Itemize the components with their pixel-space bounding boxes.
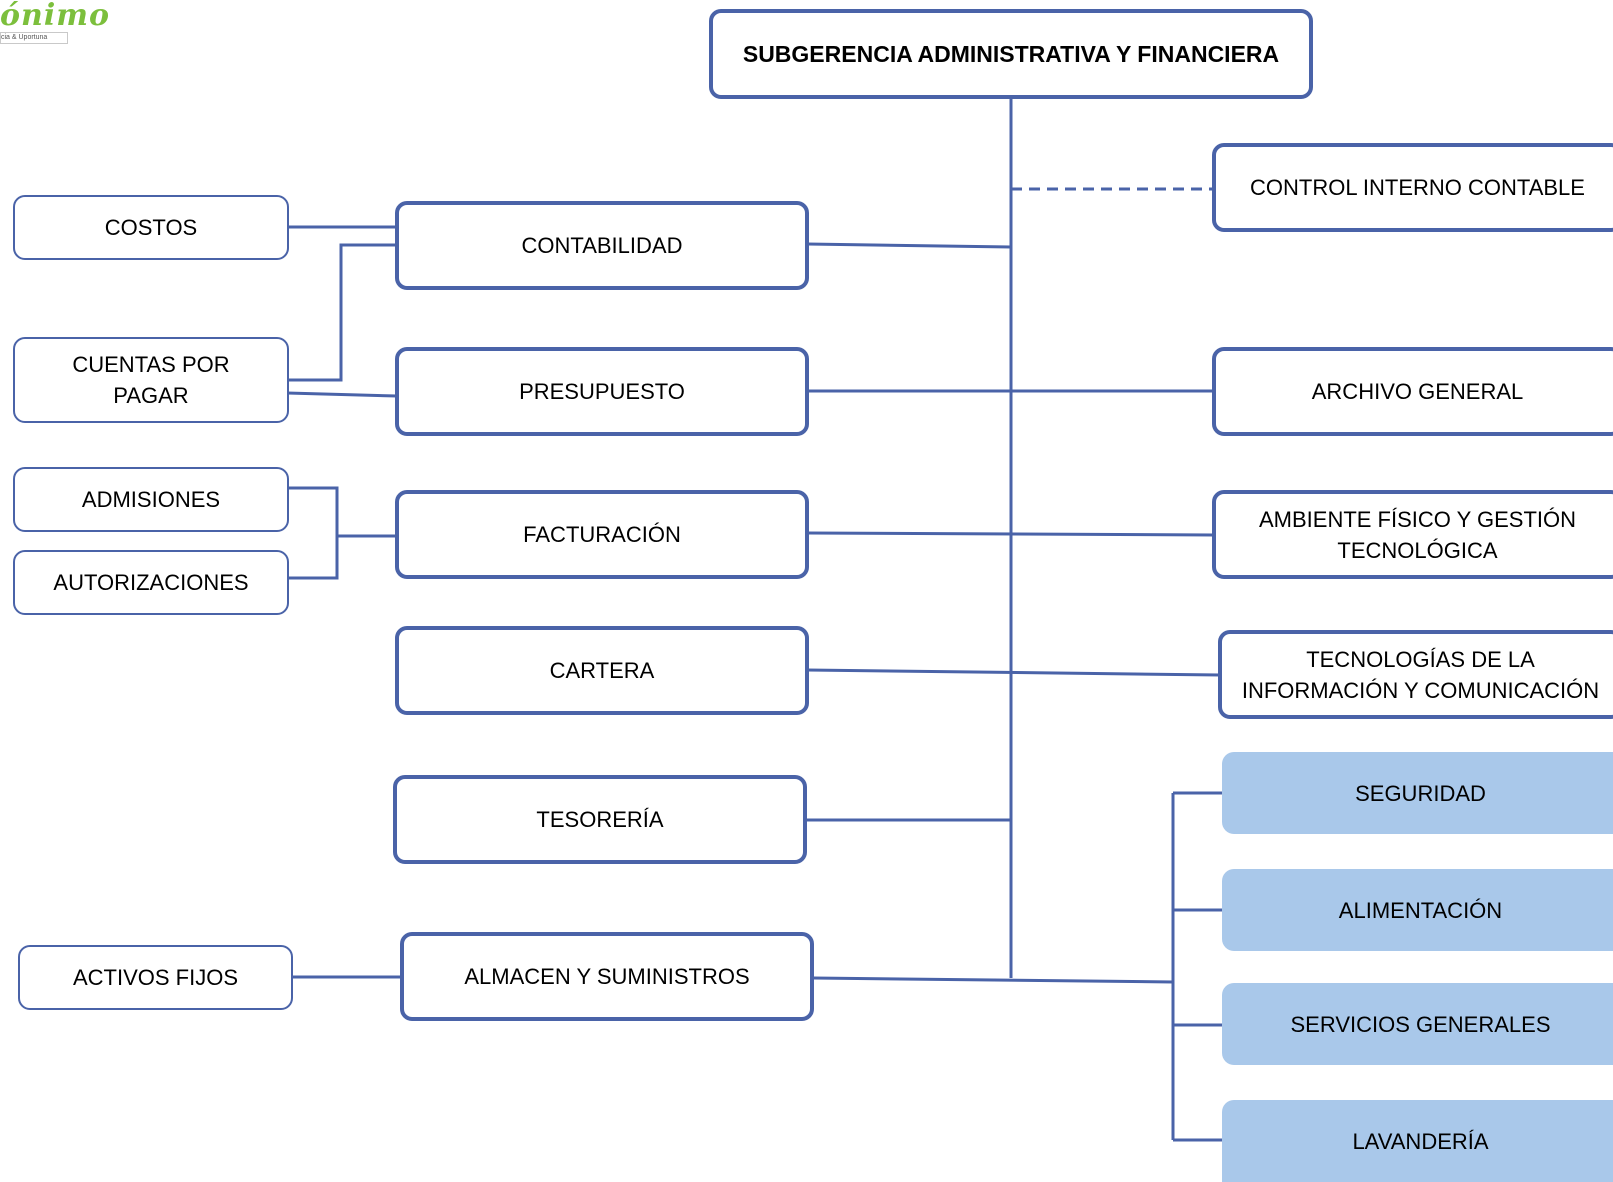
ambiente-label-line1: AMBIENTE FÍSICO Y GESTIÓN	[1258, 506, 1577, 532]
cuentas-box: CUENTAS POR PAGAR	[13, 337, 289, 423]
activos-label: ACTIVOS FIJOS	[72, 965, 239, 990]
presupuesto-box: PRESUPUESTO	[395, 347, 809, 436]
cartera-label: CARTERA	[549, 658, 655, 683]
lavanderia-label: LAVANDERÍA	[1352, 1128, 1489, 1154]
cuentas-label-line2: PAGAR	[113, 383, 189, 408]
logo-wordmark: ónimo	[0, 0, 110, 33]
almacen-box: ALMACEN Y SUMINISTROS	[400, 932, 814, 1021]
seguridad-label: SEGURIDAD	[1355, 780, 1486, 806]
tic-label-line1: TECNOLOGÍAS DE LA	[1306, 646, 1535, 672]
facturacion-label: FACTURACIÓN	[523, 522, 681, 547]
alimentacion-box: ALIMENTACIÓN	[1222, 869, 1613, 951]
alimentacion-label: ALIMENTACIÓN	[1338, 897, 1503, 923]
cuentas-link	[287, 243, 397, 382]
facturacion-link	[806, 531, 1215, 537]
archivo-box: ARCHIVO GENERAL	[1212, 347, 1613, 436]
control-box: CONTROL INTERNO CONTABLE	[1212, 143, 1613, 232]
cuentas-label-line1: CUENTAS POR	[72, 352, 230, 377]
almacen-link	[812, 976, 1174, 984]
facturacion-box: FACTURACIÓN	[395, 490, 809, 579]
admisiones-autorizaciones-bracket	[287, 486, 339, 580]
autorizaciones-label: AUTORIZACIONES	[53, 570, 249, 595]
archivo-label: ARCHIVO GENERAL	[1311, 379, 1524, 404]
ambiente-label-line2: TECNOLÓGICA	[1337, 537, 1498, 563]
contabilidad-link	[806, 242, 1012, 249]
control-label: CONTROL INTERNO CONTABLE	[1250, 175, 1585, 200]
logo: ónimo cia & Uportuna	[0, 0, 110, 44]
tic-box: TECNOLOGÍAS DE LA INFORMACIÓN Y COMUNICA…	[1218, 630, 1613, 719]
head-box: SUBGERENCIA ADMINISTRATIVA Y FINANCIERA	[709, 9, 1313, 99]
almacen-label: ALMACEN Y SUMINISTROS	[464, 964, 750, 989]
head-label: SUBGERENCIA ADMINISTRATIVA Y FINANCIERA	[742, 40, 1280, 67]
servicios-box: SERVICIOS GENERALES	[1222, 983, 1613, 1065]
seguridad-box: SEGURIDAD	[1222, 752, 1613, 834]
costos-label: COSTOS	[104, 215, 198, 240]
activos-box: ACTIVOS FIJOS	[18, 945, 293, 1010]
cuentas-presupuesto-link	[286, 391, 398, 398]
contabilidad-box: CONTABILIDAD	[395, 201, 809, 290]
admisiones-label: ADMISIONES	[81, 487, 221, 512]
admisiones-box: ADMISIONES	[13, 467, 289, 532]
cartera-link	[806, 668, 1221, 677]
tesoreria-label: TESORERÍA	[536, 807, 664, 832]
tic-label-line2: INFORMACIÓN Y COMUNICACIÓN	[1241, 677, 1600, 703]
logo-tagline: cia & Uportuna	[0, 32, 68, 44]
lavanderia-box: LAVANDERÍA	[1222, 1100, 1613, 1182]
costos-box: COSTOS	[13, 195, 289, 260]
ambiente-box: AMBIENTE FÍSICO Y GESTIÓN TECNOLÓGICA	[1212, 490, 1613, 579]
presupuesto-label: PRESUPUESTO	[519, 379, 685, 404]
servicios-label: SERVICIOS GENERALES	[1290, 1011, 1551, 1037]
tesoreria-box: TESORERÍA	[393, 775, 807, 864]
contabilidad-label: CONTABILIDAD	[521, 233, 683, 258]
cartera-box: CARTERA	[395, 626, 809, 715]
autorizaciones-box: AUTORIZACIONES	[13, 550, 289, 615]
